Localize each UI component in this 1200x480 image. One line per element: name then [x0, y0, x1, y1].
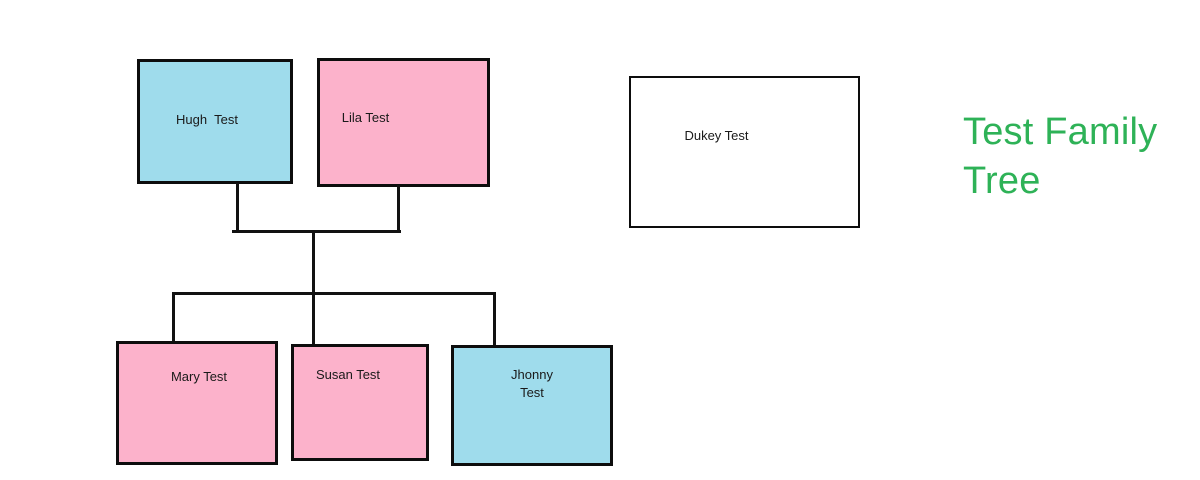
connector-center-drop	[312, 230, 315, 295]
node-label: Jhonny Test	[511, 366, 553, 400]
node-label: Hugh Test	[176, 111, 238, 127]
node-label: Lila Test	[341, 109, 390, 125]
connector-child-bar	[172, 292, 496, 295]
node-mary-test[interactable]: Mary Test	[116, 341, 278, 465]
node-label: Dukey Test	[684, 128, 749, 144]
node-susan-test[interactable]: Susan Test	[291, 344, 429, 461]
node-hugh-test[interactable]: Hugh Test	[137, 59, 293, 184]
diagram-title: Test Family Tree	[963, 111, 1158, 202]
connector-hugh-drop	[236, 183, 239, 233]
connector-jhonny-drop	[493, 292, 496, 356]
connector-parent-bar	[232, 230, 401, 233]
connector-lila-drop	[397, 185, 400, 233]
node-dukey-test[interactable]: Dukey Test	[629, 76, 860, 228]
connector-susan-drop	[312, 292, 315, 356]
node-label: Mary Test	[170, 369, 228, 385]
node-label: Susan Test	[315, 366, 381, 382]
connector-mary-drop	[172, 292, 175, 355]
node-lila-test[interactable]: Lila Test	[317, 58, 490, 187]
node-jhonny-test[interactable]: Jhonny Test	[451, 345, 613, 466]
